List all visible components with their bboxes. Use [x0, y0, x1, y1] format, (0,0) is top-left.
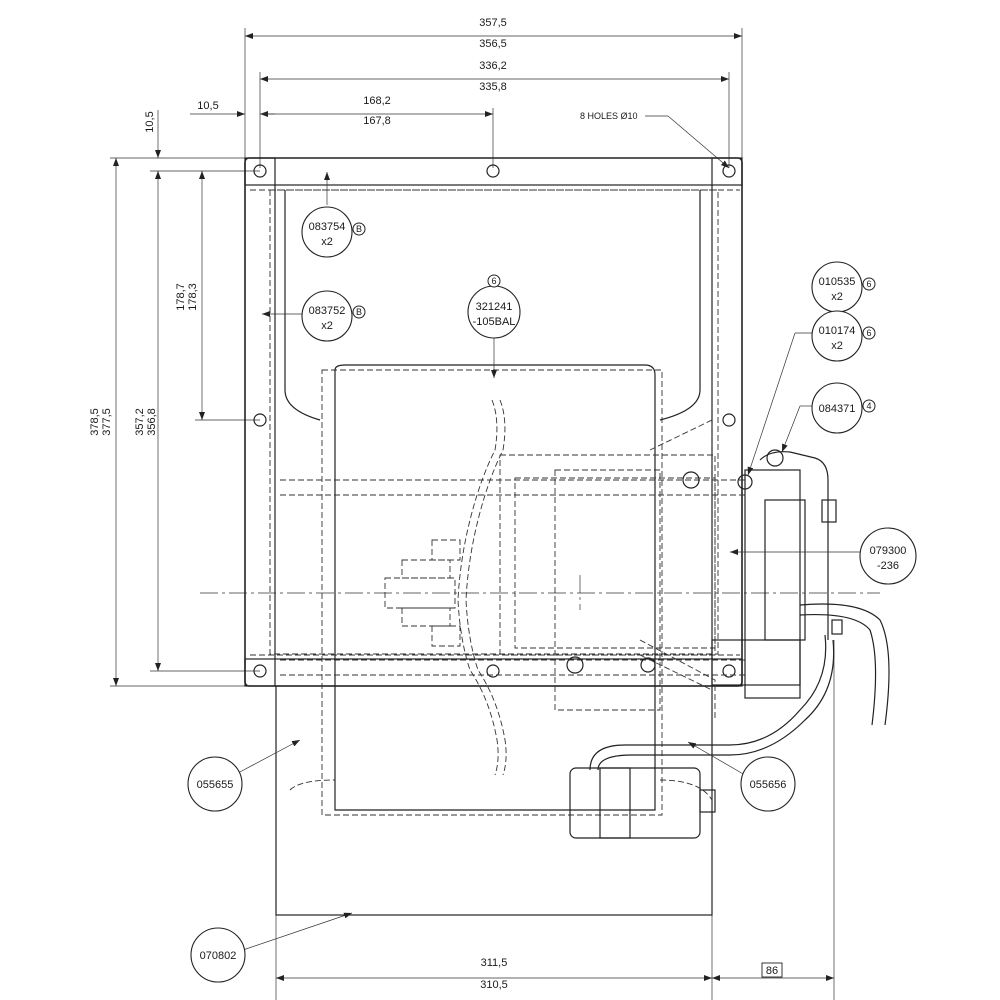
svg-text:010535: 010535	[819, 276, 856, 288]
balloon-070802: 070802	[190, 912, 353, 983]
note-holes: 8 HOLES Ø10	[580, 111, 638, 121]
svg-text:084371: 084371	[819, 403, 856, 415]
balloon-079300: 079300 -236	[730, 527, 917, 585]
svg-text:x2: x2	[831, 291, 843, 303]
svg-text:4: 4	[866, 401, 871, 411]
dimension-lines	[110, 28, 835, 1000]
dim-vertical-offset: 10,5	[144, 111, 156, 132]
svg-text:x2: x2	[831, 340, 843, 352]
dim-left-overall-max: 378,5	[89, 408, 101, 436]
svg-text:6: 6	[866, 279, 871, 289]
dim-left-half-max: 178,7	[175, 283, 187, 311]
balloon-084371: 084371 4	[781, 382, 876, 453]
balloon-321241: 321241 -105BAL 6	[467, 274, 521, 378]
dim-top-overall-max: 357,5	[479, 17, 507, 29]
svg-text:070802: 070802	[200, 950, 237, 962]
balloon-083752: 083752 x2 B	[262, 290, 366, 342]
svg-text:083752: 083752	[309, 305, 346, 317]
svg-text:-236: -236	[877, 560, 899, 572]
dim-left-holes-max: 357,2	[134, 408, 146, 436]
dim-left-half-min: 178,3	[187, 283, 199, 311]
dim-bottom-box: 86	[766, 965, 778, 977]
dim-top-half-max: 168,2	[363, 95, 391, 107]
svg-text:-105BAL: -105BAL	[473, 316, 516, 328]
svg-text:083754: 083754	[309, 221, 346, 233]
dim-top-overall-min: 356,5	[479, 38, 507, 50]
dim-top-half-min: 167,8	[363, 115, 391, 127]
dim-left-holes-min: 356,8	[146, 408, 158, 436]
balloon-083754: 083754 x2 B	[301, 172, 366, 258]
svg-text:x2: x2	[321, 236, 333, 248]
svg-text:010174: 010174	[819, 325, 856, 337]
svg-text:B: B	[356, 224, 362, 234]
dim-bottom-width-max: 311,5	[481, 957, 508, 969]
dim-left-overall-min: 377,5	[101, 408, 113, 436]
svg-text:x2: x2	[321, 320, 333, 332]
part-callouts: 083754 x2 B 083752 x2 B 321241 -105BAL 6…	[187, 172, 917, 983]
dim-left-offset: 10,5	[197, 100, 218, 112]
svg-text:321241: 321241	[476, 301, 513, 313]
dim-top-holes-min: 335,8	[479, 81, 507, 93]
svg-text:6: 6	[866, 328, 871, 338]
svg-text:079300: 079300	[870, 545, 907, 557]
svg-text:6: 6	[491, 276, 496, 286]
svg-text:055655: 055655	[197, 779, 234, 791]
flange-plate	[244, 157, 743, 687]
dim-bottom-width-min: 310,5	[480, 979, 508, 991]
dimension-texts: 357,5 356,5 336,2 335,8 168,2 167,8 10,5…	[89, 17, 783, 991]
impeller-parts	[200, 399, 880, 776]
balloon-055655: 055655	[187, 739, 301, 812]
dim-top-holes-max: 336,2	[479, 60, 507, 72]
fan-housing	[275, 364, 713, 916]
balloon-055656: 055656	[687, 741, 796, 812]
motor-assembly	[569, 419, 890, 839]
svg-text:B: B	[356, 307, 362, 317]
svg-text:055656: 055656	[750, 779, 787, 791]
dim-bottom-box-frame	[761, 962, 783, 978]
balloon-010535: 010535 x2 6	[811, 261, 876, 313]
balloon-010174: 010174 x2 6	[747, 310, 876, 476]
